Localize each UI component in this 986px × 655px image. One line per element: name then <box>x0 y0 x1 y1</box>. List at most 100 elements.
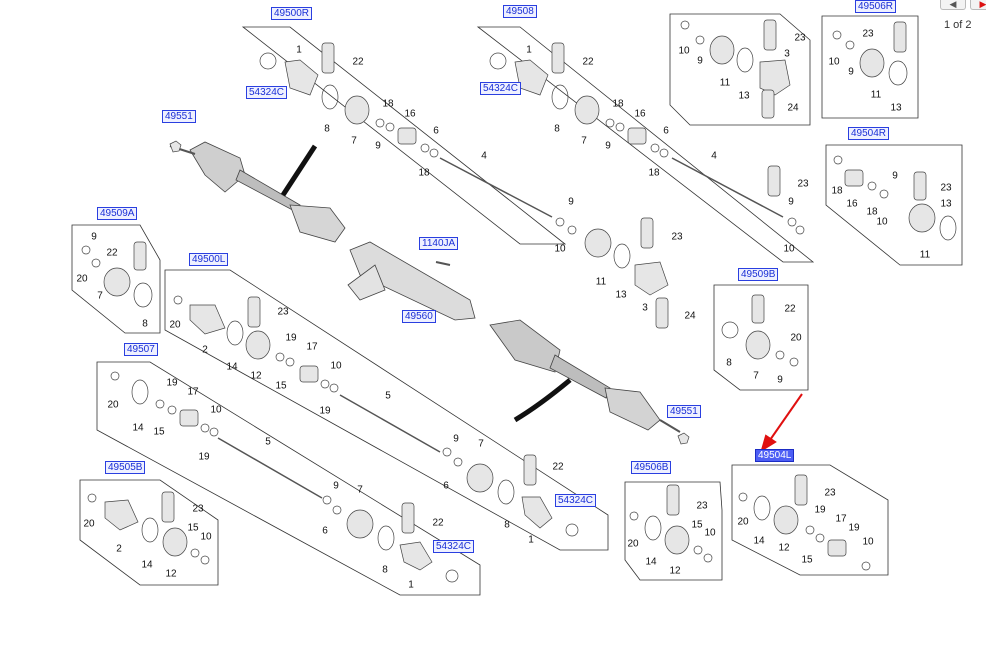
part-num: 5 <box>265 436 271 448</box>
part-num: 22 <box>432 517 444 529</box>
part-num: 20 <box>76 273 88 285</box>
part-num: 16 <box>404 108 416 120</box>
part-num: 1 <box>296 44 302 56</box>
part-num: 17 <box>835 513 847 525</box>
callout-49508[interactable]: 49508 <box>503 5 537 18</box>
part-num: 15 <box>691 519 703 531</box>
callout-49507[interactable]: 49507 <box>124 343 158 356</box>
part-num: 24 <box>684 310 696 322</box>
part-num: 19 <box>814 504 826 516</box>
axle-shafts <box>217 157 784 499</box>
part-num: 16 <box>846 198 858 210</box>
parts <box>81 19 957 583</box>
part-num: 10 <box>783 243 795 255</box>
part-num: 1 <box>526 44 532 56</box>
part-num: 13 <box>738 90 750 102</box>
part-num: 9 <box>848 66 854 78</box>
part-num: 19 <box>166 377 178 389</box>
part-num: 10 <box>704 527 716 539</box>
part-num: 20 <box>737 516 749 528</box>
part-num: 7 <box>351 135 357 147</box>
part-num: 9 <box>892 170 898 182</box>
part-num: 14 <box>226 361 238 373</box>
callout-49504R[interactable]: 49504R <box>848 127 890 140</box>
part-num: 20 <box>790 332 802 344</box>
callout-54324C-a[interactable]: 54324C <box>246 86 288 99</box>
part-num: 14 <box>753 535 765 547</box>
part-num: 9 <box>333 480 339 492</box>
part-num: 8 <box>382 564 388 576</box>
part-num: 18 <box>612 98 624 110</box>
part-num: 10 <box>554 243 566 255</box>
callout-54324C-c[interactable]: 54324C <box>555 494 597 507</box>
callout-1140JA[interactable]: 1140JA <box>419 237 459 250</box>
part-num: 11 <box>595 276 607 288</box>
group-frame-49509A <box>71 224 161 334</box>
group-frame-49509B <box>713 284 809 391</box>
part-num: 11 <box>719 77 731 89</box>
part-num: 2 <box>202 344 208 356</box>
callout-49551-lower[interactable]: 49551 <box>667 405 701 418</box>
part-num: 17 <box>187 386 199 398</box>
callout-49509A[interactable]: 49509A <box>97 207 138 220</box>
part-num: 23 <box>797 178 809 190</box>
callout-49509B[interactable]: 49509B <box>738 268 779 281</box>
group-frame-49500L <box>164 269 609 551</box>
callout-49506R[interactable]: 49506R <box>855 0 897 13</box>
part-num: 18 <box>418 167 430 179</box>
callout-54324C-d[interactable]: 54324C <box>433 540 475 553</box>
page-indicator: 1 of 2 <box>944 19 972 31</box>
part-num: 20 <box>627 538 639 550</box>
next-page-button[interactable]: ▶ <box>970 0 986 10</box>
part-num: 13 <box>890 102 902 114</box>
part-num: 9 <box>777 374 783 386</box>
part-num: 15 <box>801 554 813 566</box>
part-num: 22 <box>582 56 594 68</box>
part-num: 8 <box>142 318 148 330</box>
callout-49504L-selected[interactable]: 49504L <box>755 449 795 462</box>
part-num: 10 <box>330 360 342 372</box>
lower-drive-shaft <box>489 319 681 433</box>
part-num: 11 <box>870 89 882 101</box>
part-num: 9 <box>453 433 459 445</box>
part-num: 9 <box>91 231 97 243</box>
part-num: 11 <box>919 249 931 261</box>
upper-drive-shaft <box>169 141 346 243</box>
callout-49551-upper[interactable]: 49551 <box>162 110 196 123</box>
part-num: 6 <box>443 480 449 492</box>
part-num: 6 <box>322 525 328 537</box>
part-num: 1 <box>408 579 414 591</box>
callout-49500L[interactable]: 49500L <box>189 253 229 266</box>
part-num: 23 <box>824 487 836 499</box>
part-num: 4 <box>481 150 487 162</box>
part-num: 17 <box>306 341 318 353</box>
part-num: 12 <box>778 542 790 554</box>
part-num: 10 <box>678 45 690 57</box>
part-num: 18 <box>382 98 394 110</box>
part-num: 22 <box>552 461 564 473</box>
part-num: 19 <box>198 451 210 463</box>
part-num: 23 <box>794 32 806 44</box>
group-frame-49506R-right <box>821 15 919 119</box>
part-num: 4 <box>711 150 717 162</box>
prev-page-button[interactable]: ◀ <box>940 0 966 10</box>
part-num: 12 <box>165 568 177 580</box>
callout-49560[interactable]: 49560 <box>402 310 436 323</box>
callout-49505B[interactable]: 49505B <box>105 461 146 474</box>
part-num: 8 <box>504 519 510 531</box>
part-num: 16 <box>634 108 646 120</box>
selection-arrow <box>760 393 803 453</box>
part-num: 13 <box>615 289 627 301</box>
group-frame-49504R <box>825 144 963 266</box>
part-num: 18 <box>831 185 843 197</box>
part-num: 24 <box>787 102 799 114</box>
part-num: 3 <box>642 302 648 314</box>
callout-49500R[interactable]: 49500R <box>271 7 313 20</box>
group-frame-49504L <box>731 464 889 576</box>
part-num: 19 <box>285 332 297 344</box>
part-num: 7 <box>581 135 587 147</box>
part-num: 18 <box>648 167 660 179</box>
callout-54324C-b[interactable]: 54324C <box>480 82 522 95</box>
callout-49506B[interactable]: 49506B <box>631 461 672 474</box>
part-num: 23 <box>671 231 683 243</box>
